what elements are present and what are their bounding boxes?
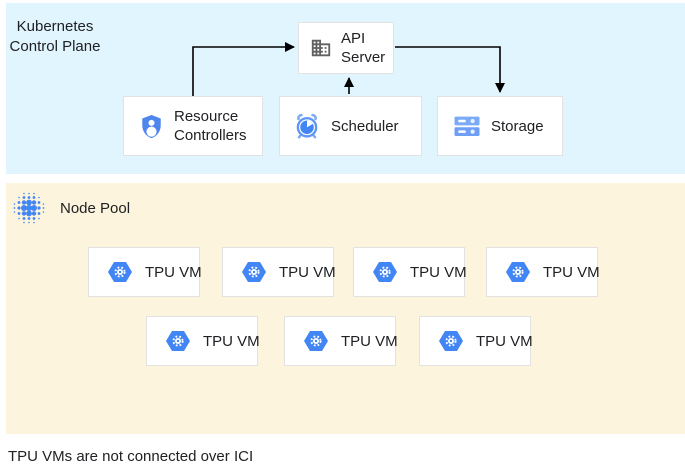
- tpu-vm-label: TPU VM: [341, 332, 398, 350]
- dotted-cluster-icon: [11, 191, 47, 230]
- storage-disks-icon: [452, 111, 482, 141]
- api-server-node: API Server: [298, 22, 394, 74]
- tpu-vm-node-7: TPU VM: [419, 316, 533, 366]
- tpu-vm-label: TPU VM: [476, 332, 533, 350]
- api-server-label: API Server: [341, 30, 386, 66]
- scheduler-label: Scheduler: [331, 117, 399, 135]
- tpu-vm-node-3: TPU VM: [353, 247, 467, 297]
- control-plane-title: Kubernetes Control Plane: [9, 18, 101, 55]
- hexagon-gear-icon: [372, 261, 398, 283]
- resource-controllers-node: Resource Controllers: [123, 96, 263, 156]
- hexagon-gear-icon: [438, 330, 464, 352]
- scheduler-node: Scheduler: [279, 96, 422, 156]
- tpu-vm-node-5: TPU VM: [146, 316, 260, 366]
- shield-user-icon: [138, 113, 165, 140]
- hexagon-gear-icon: [107, 261, 133, 283]
- building-icon: [310, 37, 332, 59]
- alarm-clock-icon: [292, 111, 322, 141]
- tpu-vm-label: TPU VM: [279, 263, 336, 281]
- hexagon-gear-icon: [165, 330, 191, 352]
- storage-node: Storage: [437, 96, 563, 156]
- resource-controllers-label: Resource Controllers: [174, 108, 247, 144]
- hexagon-gear-icon: [505, 261, 531, 283]
- tpu-vm-label: TPU VM: [410, 263, 467, 281]
- tpu-vm-label: TPU VM: [203, 332, 260, 350]
- node-pool-title: Node Pool: [60, 200, 131, 217]
- hexagon-gear-icon: [303, 330, 329, 352]
- tpu-vm-node-1: TPU VM: [88, 247, 202, 297]
- storage-label: Storage: [491, 117, 544, 135]
- tpu-vm-label: TPU VM: [145, 263, 202, 281]
- node-pool-panel: [6, 183, 685, 434]
- hexagon-gear-icon: [241, 261, 267, 283]
- tpu-vm-node-2: TPU VM: [222, 247, 336, 297]
- tpu-vm-label: TPU VM: [543, 263, 600, 281]
- tpu-vm-node-6: TPU VM: [284, 316, 398, 366]
- tpu-vm-node-4: TPU VM: [486, 247, 600, 297]
- diagram-caption: TPU VMs are not connected over ICI: [8, 448, 254, 465]
